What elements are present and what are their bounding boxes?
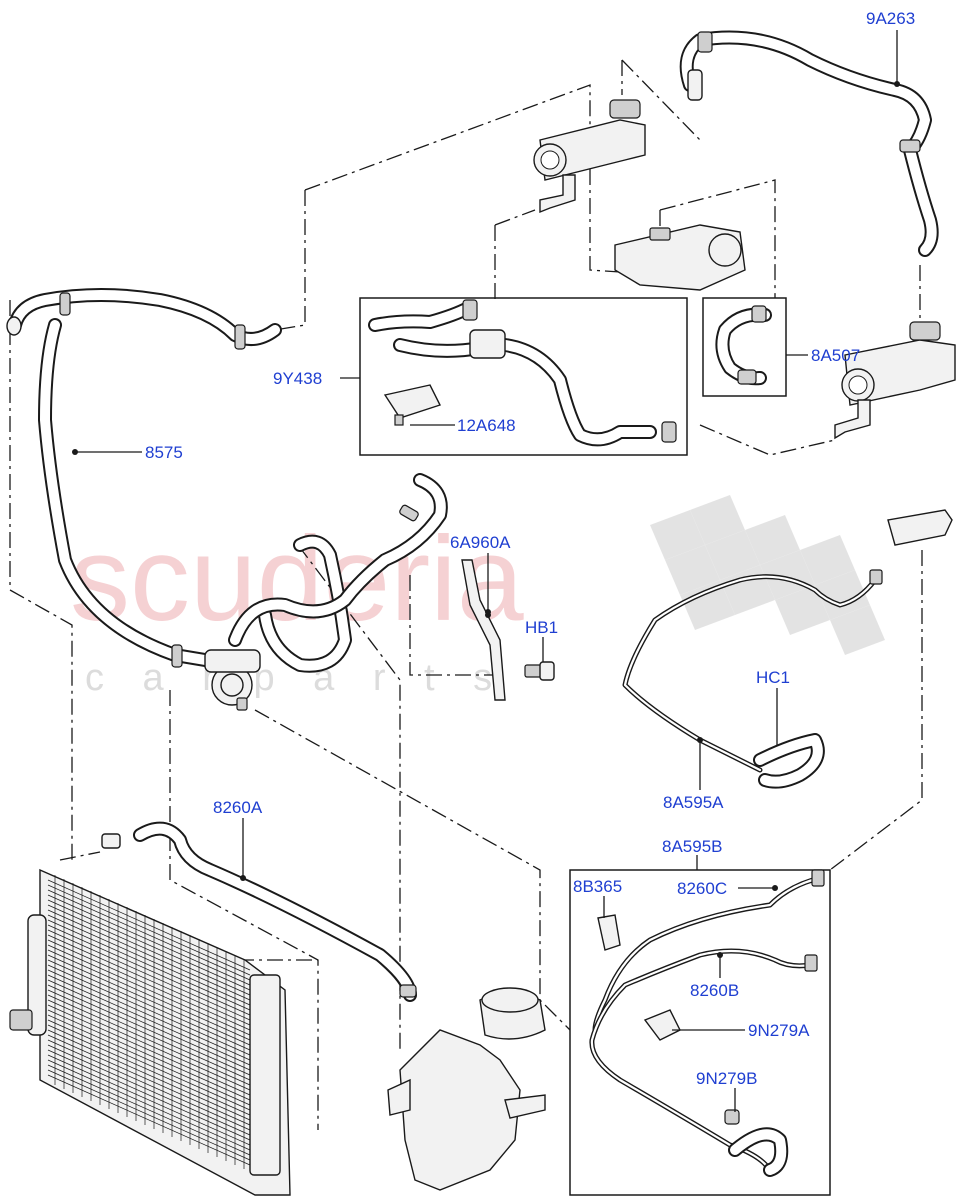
egr-cooler-lower bbox=[834, 321, 956, 440]
callout-8A595A: 8A595A bbox=[663, 793, 724, 812]
watermark-brand: scuderia bbox=[70, 512, 524, 646]
group-box-9Y438 bbox=[359, 297, 688, 456]
callout-9N279B: 9N279B bbox=[696, 1069, 757, 1088]
thermostat-hose-cluster bbox=[204, 473, 448, 711]
callout-HC1: HC1 bbox=[756, 668, 790, 687]
watermark: scuderia c a r p a r t s bbox=[70, 495, 885, 699]
group-box-8A507 bbox=[702, 297, 787, 397]
callout-8260B: 8260B bbox=[690, 981, 739, 1000]
hose-8A507 bbox=[715, 305, 772, 386]
callout-9A263: 9A263 bbox=[866, 9, 915, 28]
egr-valve bbox=[614, 224, 746, 291]
hose-8575 bbox=[6, 288, 282, 668]
callout-9Y438: 9Y438 bbox=[273, 369, 322, 388]
egr-cooler-upper bbox=[533, 99, 646, 214]
pipe-assembly-8A595B bbox=[589, 869, 825, 1177]
callout-8B365: 8B365 bbox=[573, 877, 622, 896]
callout-8A595B: 8A595B bbox=[662, 837, 723, 856]
bracket-6A960A bbox=[461, 559, 555, 701]
callout-12A648: 12A648 bbox=[457, 416, 516, 435]
callout-8A507: 8A507 bbox=[811, 346, 860, 365]
pipe-8A595A bbox=[622, 509, 953, 789]
group-box-8A595B bbox=[569, 869, 831, 1196]
hose-9A263 bbox=[679, 30, 939, 257]
callout-HB1: HB1 bbox=[525, 618, 558, 637]
pipe-8260A bbox=[101, 821, 417, 1002]
callout-8260A: 8260A bbox=[213, 798, 263, 817]
callout-8575: 8575 bbox=[145, 443, 183, 462]
connection-lines bbox=[9, 59, 923, 1130]
hose-assembly-9Y438 bbox=[368, 299, 677, 447]
callouts: 9A263 8A507 9Y438 12A648 8575 6A960A HB1… bbox=[72, 9, 915, 1112]
callout-6A960A: 6A960A bbox=[450, 533, 511, 552]
checkered-flag-logo bbox=[650, 495, 885, 655]
callout-9N279A: 9N279A bbox=[748, 1021, 810, 1040]
radiator bbox=[9, 868, 291, 1196]
expansion-tank bbox=[387, 987, 546, 1191]
callout-8260C: 8260C bbox=[677, 879, 727, 898]
